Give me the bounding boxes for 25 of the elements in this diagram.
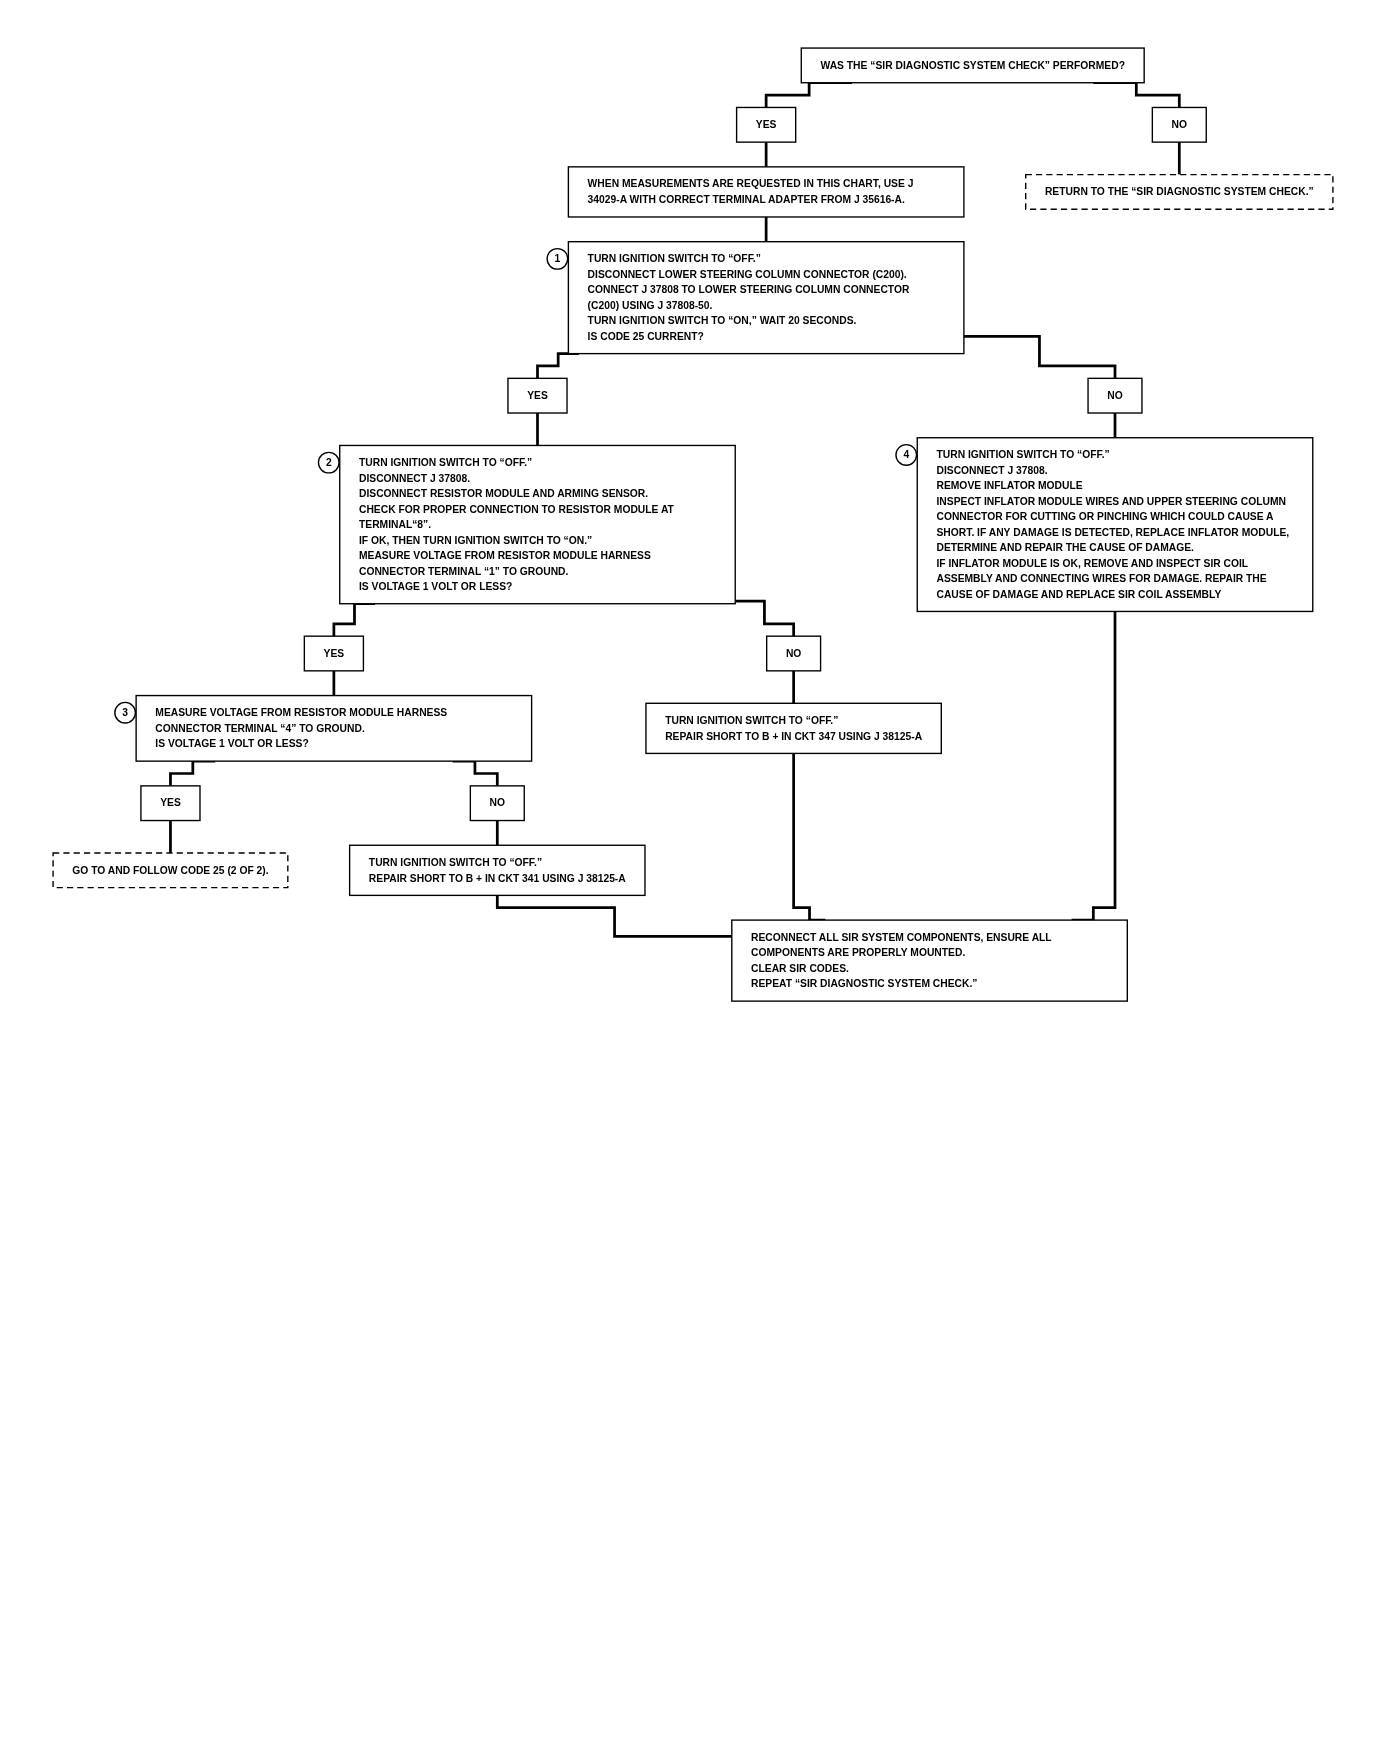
node-label: 1	[554, 252, 561, 265]
node-box: TURN IGNITION SWITCH TO “OFF.” REPAIR SHORT TO B + IN CKT 341 USING J 38125-A	[348, 844, 646, 897]
node-box: NO	[1151, 106, 1207, 143]
connector	[495, 819, 499, 847]
node-box: YES	[735, 106, 797, 143]
node-box: WAS THE “SIR DIAGNOSTIC SYSTEM CHECK” PERFORMED?	[800, 47, 1145, 84]
node-box: NO	[469, 785, 525, 822]
node-label: 2	[325, 456, 332, 469]
connector	[332, 669, 336, 697]
connector	[963, 335, 1117, 380]
connector	[495, 894, 732, 938]
node-box: RECONNECT ALL SIR SYSTEM COMPONENTS, ENSURE ALL COMPONENTS ARE PROPERLY MOUNTED. CLEAR SIR CODES. REPEAT “SIR DIAGNOSTIC SYSTEM CHECK.”	[731, 919, 1128, 1002]
node-box: GO TO AND FOLLOW CODE 25 (2 OF 2).	[52, 852, 289, 889]
node-box: NO	[766, 635, 822, 672]
node-box: TURN IGNITION SWITCH TO “OFF.” REPAIR SHORT TO B + IN CKT 347 USING J 38125-A	[645, 702, 942, 755]
node-box: YES	[140, 785, 201, 822]
node-box: WHEN MEASUREMENTS ARE REQUESTED IN THIS CHART, USE J 34029-A WITH CORRECT TERMINAL ADAPTER FROM J 35616-A.	[567, 166, 965, 218]
node-box: NO	[1087, 377, 1143, 414]
node-label: 4	[903, 448, 910, 461]
node-box: YES	[303, 635, 365, 672]
node-label: 3	[122, 706, 128, 719]
node-box: RETURN TO THE “SIR DIAGNOSTIC SYSTEM CHECK.”	[1025, 173, 1334, 210]
connector	[792, 669, 795, 705]
node-box: YES	[507, 377, 568, 414]
connector	[735, 599, 795, 638]
